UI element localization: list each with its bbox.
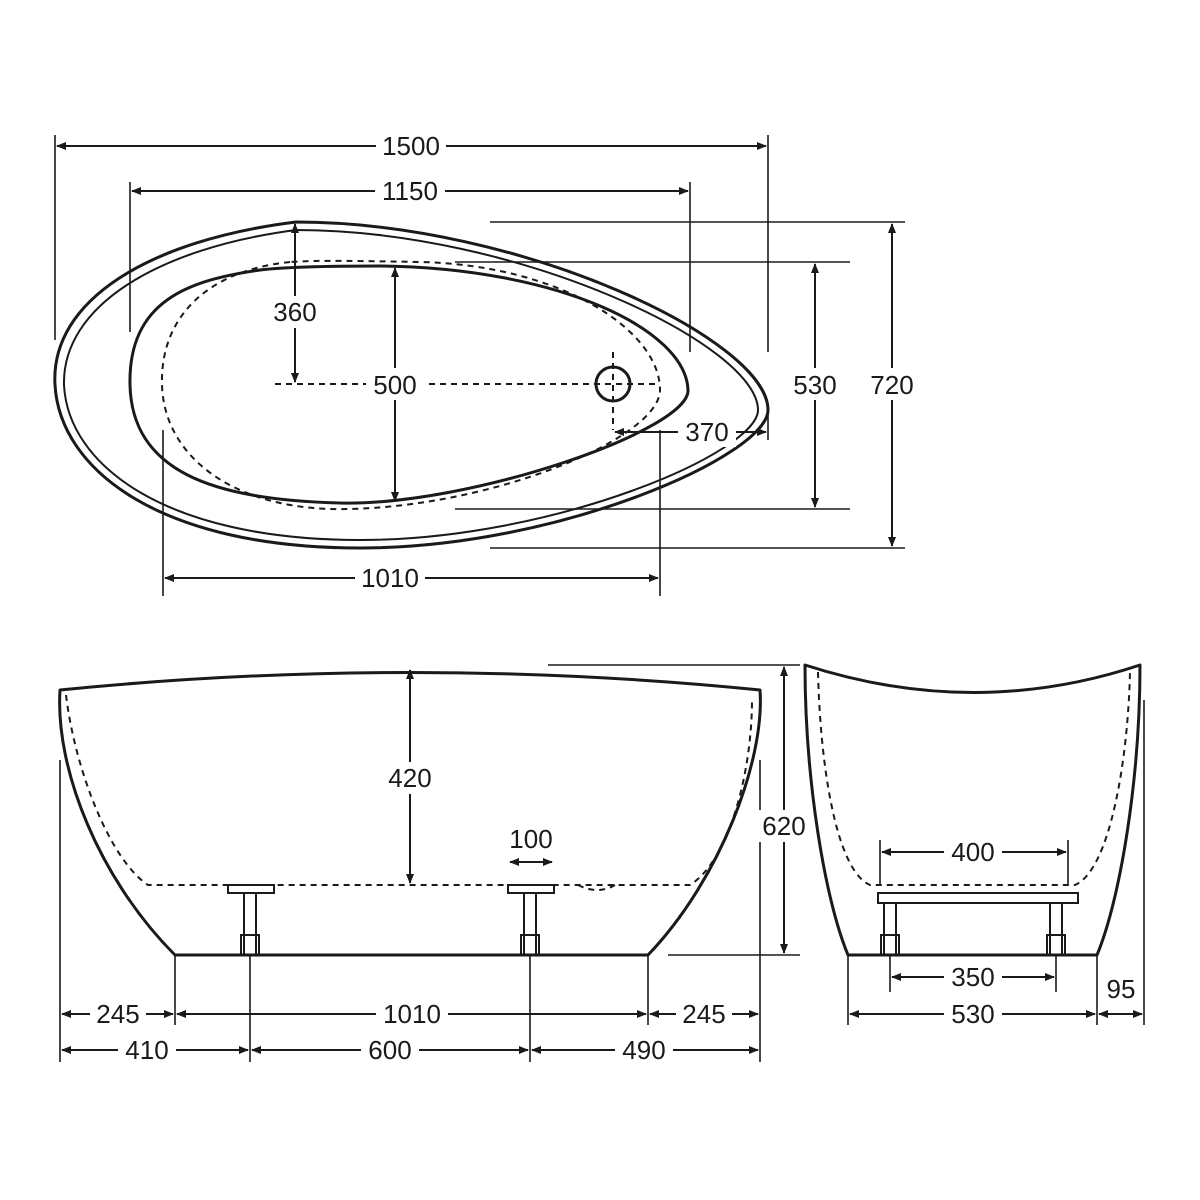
dim-720-label: 720 [870, 370, 913, 400]
dim-620-label: 620 [762, 811, 805, 841]
tub-outer-rim-inner-line [62, 228, 760, 542]
end-foot-left [880, 903, 900, 956]
tub-end-outline [803, 663, 1142, 957]
tub-side-outline [58, 671, 762, 957]
dim-1150-label: 1150 [382, 176, 438, 206]
dim-600-label: 600 [368, 1035, 411, 1065]
dim-400-label: 400 [951, 837, 994, 867]
dim-350-label: 350 [951, 962, 994, 992]
dim-95-label: 95 [1107, 974, 1136, 1004]
dim-530-label: 530 [793, 370, 836, 400]
dim-1010-top-label: 1010 [361, 563, 419, 593]
waste-fitting-icon [577, 884, 616, 891]
foot-right [507, 884, 555, 956]
dim-370-label: 370 [685, 417, 728, 447]
dim-245-left-label: 245 [96, 999, 139, 1029]
end-view: 400 350 530 95 [803, 663, 1145, 1030]
side-view: 420 620 100 245 1010 245 410 600 490 [58, 664, 813, 1066]
dim-530-end-label: 530 [951, 999, 994, 1029]
tub-outer-rim [53, 220, 770, 550]
dim-100-label: 100 [509, 824, 552, 854]
tub-basin-rim [128, 264, 690, 505]
tub-basin-floor [160, 259, 662, 511]
top-view: 1500 1150 1010 360 500 530 720 370 [53, 130, 921, 596]
dim-420-label: 420 [388, 763, 431, 793]
tub-side-inner-wall [65, 694, 753, 886]
dim-500-label: 500 [373, 370, 416, 400]
feet-frame [877, 892, 1079, 904]
dim-1010-side-label: 1010 [383, 999, 441, 1029]
dim-410-label: 410 [125, 1035, 168, 1065]
dim-360-label: 360 [273, 297, 316, 327]
foot-left [227, 884, 275, 956]
dim-1500-label: 1500 [382, 131, 440, 161]
dim-245-right-label: 245 [682, 999, 725, 1029]
waste-outlet-icon [594, 365, 632, 403]
end-foot-right [1046, 903, 1066, 956]
dim-490-label: 490 [622, 1035, 665, 1065]
tub-end-inner-wall [817, 671, 1131, 886]
